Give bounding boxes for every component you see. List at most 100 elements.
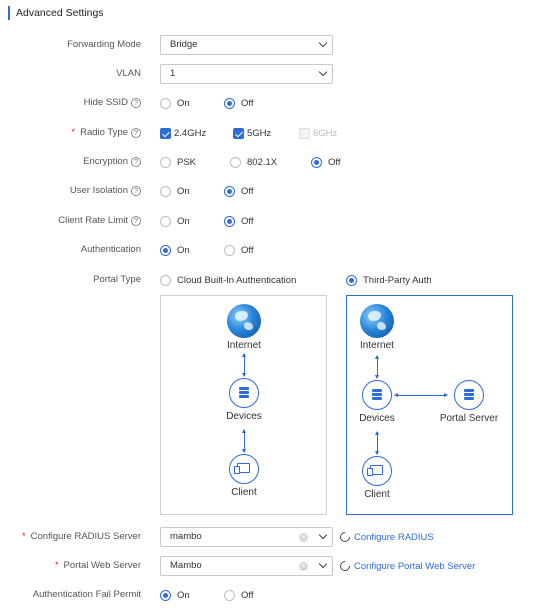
devices-node: Devices — [219, 378, 269, 422]
client-rate-limit-off-radio[interactable]: Off — [224, 211, 254, 231]
vlan-select[interactable]: 1 — [160, 64, 333, 84]
hide-ssid-row: Hide SSID ? On Off — [0, 93, 552, 113]
radio-icon — [160, 215, 171, 227]
forwarding-mode-select[interactable]: Bridge — [160, 35, 333, 55]
devices-node: Devices — [352, 380, 402, 424]
auth-fail-permit-label: Authentication Fail Permit — [32, 589, 141, 600]
radio-icon — [160, 97, 171, 109]
required-marker: * — [71, 127, 76, 138]
auth-fail-permit-on-radio[interactable]: On — [160, 585, 190, 605]
user-isolation-on-radio[interactable]: On — [160, 181, 190, 201]
portal-type-row: Portal Type Cloud Built-In Authenticatio… — [0, 270, 552, 290]
cloud-auth-diagram[interactable]: Internet Devices Client — [160, 295, 327, 515]
help-icon[interactable]: ? — [131, 186, 141, 196]
refresh-icon — [337, 558, 353, 574]
user-isolation-row: User Isolation ? On Off — [0, 181, 552, 201]
radius-server-select[interactable]: mambo × — [160, 527, 333, 547]
section-title: Advanced Settings — [8, 6, 104, 20]
portal-type-label: Portal Type — [93, 274, 141, 285]
radio-type-label: * Radio Type ? — [71, 123, 141, 143]
encryption-off-radio[interactable]: Off — [311, 152, 341, 172]
encryption-psk-radio[interactable]: PSK — [160, 152, 196, 172]
internet-node: Internet — [352, 304, 402, 351]
user-isolation-off-radio[interactable]: Off — [224, 181, 254, 201]
client-icon — [362, 456, 392, 486]
hide-ssid-label: Hide SSID ? — [84, 93, 141, 113]
clear-icon[interactable]: × — [299, 533, 308, 542]
encryption-row: Encryption ? PSK 802.1X Off — [0, 152, 552, 172]
radio-selected-icon — [224, 215, 235, 227]
portal-type-cloud-radio[interactable]: Cloud Built-In Authentication — [160, 270, 296, 290]
radio-selected-icon — [160, 244, 171, 256]
hide-ssid-on-radio[interactable]: On — [160, 93, 190, 113]
client-node: Client — [352, 456, 402, 500]
radius-server-label: * Configure RADIUS Server — [22, 527, 141, 547]
configure-radius-link[interactable]: Configure RADIUS — [337, 527, 434, 547]
portal-web-server-row: * Portal Web Server Mambo × Configure Po… — [0, 556, 552, 576]
vlan-value: 1 — [170, 68, 176, 79]
client-rate-limit-label: Client Rate Limit ? — [58, 211, 141, 231]
radio-type-6ghz-checkbox: 6GHz — [299, 123, 337, 143]
chevron-down-icon — [318, 38, 328, 48]
checkbox-checked-icon — [160, 127, 171, 139]
server-icon — [454, 380, 484, 410]
link-arrow — [375, 355, 379, 379]
client-rate-limit-row: Client Rate Limit ? On Off — [0, 211, 552, 231]
clear-icon[interactable]: × — [299, 562, 308, 571]
chevron-down-icon — [318, 530, 328, 540]
help-icon[interactable]: ? — [131, 216, 141, 226]
link-arrow — [394, 393, 448, 397]
radio-selected-icon — [311, 156, 322, 168]
authentication-on-radio[interactable]: On — [160, 240, 190, 260]
client-icon — [229, 454, 259, 484]
radio-type-row: * Radio Type ? 2.4GHz 5GHz 6GHz — [0, 123, 552, 143]
auth-fail-permit-row: Authentication Fail Permit On Off — [0, 585, 552, 605]
encryption-8021x-radio[interactable]: 802.1X — [230, 152, 277, 172]
portal-web-server-label: * Portal Web Server — [55, 556, 141, 576]
authentication-off-radio[interactable]: Off — [224, 240, 254, 260]
server-icon — [362, 380, 392, 410]
hide-ssid-off-radio[interactable]: Off — [224, 93, 254, 113]
vlan-row: VLAN 1 — [0, 64, 552, 84]
radio-selected-icon — [224, 97, 235, 109]
user-isolation-label: User Isolation ? — [70, 181, 141, 201]
radio-icon — [160, 274, 171, 286]
forwarding-mode-label: Forwarding Mode — [67, 39, 141, 50]
radio-selected-icon — [224, 185, 235, 197]
third-party-auth-diagram[interactable]: Internet Devices Portal Server Client — [346, 295, 513, 515]
required-marker: * — [21, 531, 26, 542]
radio-icon — [224, 589, 235, 601]
globe-icon — [227, 304, 261, 338]
refresh-icon — [337, 529, 353, 545]
portal-type-third-party-radio[interactable]: Third-Party Auth — [346, 270, 432, 290]
checkbox-disabled-icon — [299, 127, 310, 139]
help-icon[interactable]: ? — [131, 98, 141, 108]
forwarding-mode-value: Bridge — [170, 39, 198, 50]
client-node: Client — [219, 454, 269, 498]
radio-icon — [160, 156, 171, 168]
server-icon — [229, 378, 259, 408]
radio-icon — [224, 244, 235, 256]
chevron-down-icon — [318, 67, 328, 77]
auth-fail-permit-off-radio[interactable]: Off — [224, 585, 254, 605]
chevron-down-icon — [318, 559, 328, 569]
radio-type-5ghz-checkbox[interactable]: 5GHz — [233, 123, 271, 143]
help-icon[interactable]: ? — [131, 128, 141, 138]
checkbox-checked-icon — [233, 127, 244, 139]
radius-server-row: * Configure RADIUS Server mambo × Config… — [0, 527, 552, 547]
encryption-label: Encryption ? — [83, 152, 141, 172]
client-rate-limit-on-radio[interactable]: On — [160, 211, 190, 231]
radio-icon — [160, 185, 171, 197]
radius-server-value: mambo — [170, 531, 202, 542]
portal-web-server-select[interactable]: Mambo × — [160, 556, 333, 576]
help-icon[interactable]: ? — [131, 157, 141, 167]
portal-server-node: Portal Server — [429, 380, 509, 424]
globe-icon — [360, 304, 394, 338]
link-arrow — [242, 353, 246, 377]
configure-portal-web-server-link[interactable]: Configure Portal Web Server — [337, 556, 475, 576]
radio-icon — [230, 156, 241, 168]
radio-selected-icon — [160, 589, 171, 601]
radio-type-2-4ghz-checkbox[interactable]: 2.4GHz — [160, 123, 206, 143]
authentication-row: Authentication On Off — [0, 240, 552, 260]
required-marker: * — [54, 560, 59, 571]
